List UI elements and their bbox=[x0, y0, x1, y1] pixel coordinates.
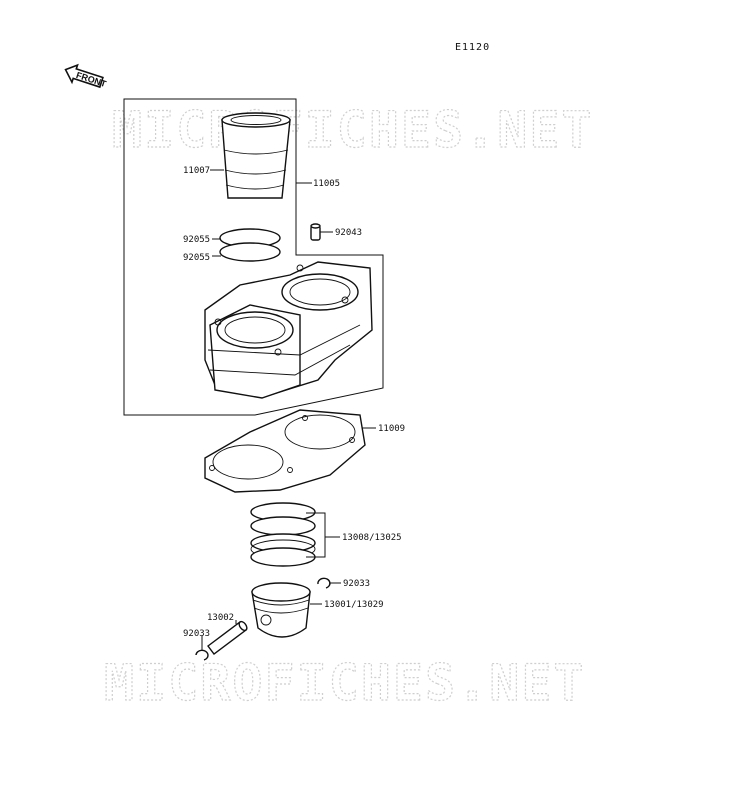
dowel-pin bbox=[310, 223, 321, 241]
label-circlip-left: 92033 bbox=[183, 629, 210, 639]
label-ring-set: 13008/13025 bbox=[342, 533, 402, 543]
piston-pin bbox=[207, 620, 248, 655]
cylinder-bracket bbox=[123, 98, 384, 416]
label-piston: 13001/13029 bbox=[324, 600, 384, 610]
circlip-left bbox=[195, 649, 209, 661]
cylinder-liner bbox=[221, 112, 291, 199]
circlip-right bbox=[317, 577, 331, 589]
piston-ring-set bbox=[250, 502, 316, 567]
label-dowel-pin: 92043 bbox=[335, 228, 362, 238]
o-ring-pair bbox=[219, 228, 281, 262]
watermark-top: MICROFICHES.NET bbox=[112, 101, 594, 159]
cylinder-block bbox=[204, 261, 373, 399]
piston bbox=[251, 582, 311, 638]
label-o-ring-2: 92055 bbox=[183, 253, 210, 263]
watermark-bottom: MICROFICHES.NET bbox=[104, 654, 586, 712]
label-gasket: 11009 bbox=[378, 424, 405, 434]
front-label: FRONT bbox=[75, 70, 108, 89]
label-piston-pin: 13002 bbox=[207, 613, 234, 623]
label-o-ring-1: 92055 bbox=[183, 235, 210, 245]
label-liner: 11007 bbox=[183, 166, 210, 176]
label-cylinder: 11005 bbox=[313, 179, 340, 189]
label-circlip-right: 92033 bbox=[343, 579, 370, 589]
front-arrow-icon: FRONT bbox=[64, 63, 108, 89]
head-gasket bbox=[204, 409, 366, 493]
diagram-code: E1120 bbox=[455, 42, 490, 53]
